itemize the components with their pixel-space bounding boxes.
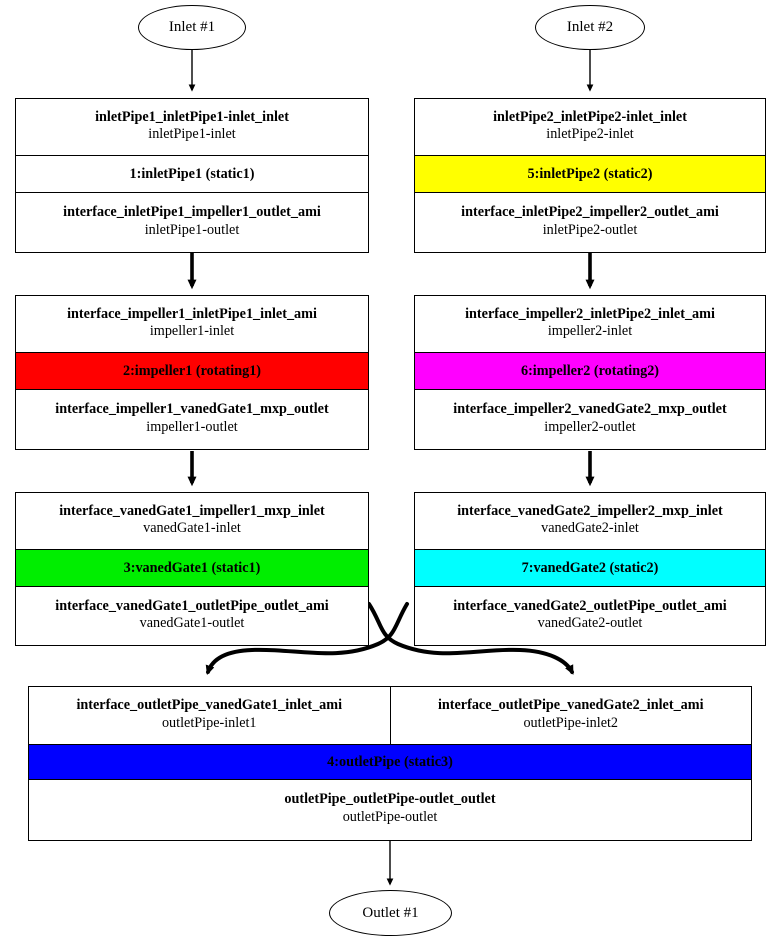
port-patch-label: inletPipe1-inlet [148, 126, 236, 143]
terminal-inlet-2-label: Inlet #2 [566, 19, 614, 35]
node-vanedGate1-outlet-row: interface_vanedGate1_outletPipe_outlet_a… [16, 586, 368, 645]
port-patch-label: inletPipe2-outlet [542, 221, 638, 238]
terminal-outlet-1[interactable]: Outlet #1 [329, 890, 452, 936]
port-interface-label: interface_outletPipe_vanedGate2_inlet_am… [437, 697, 704, 714]
node-vanedGate1-inlet-row: interface_vanedGate1_impeller1_mxp_inlet… [16, 493, 368, 550]
node-outletPipe-zone[interactable]: 4:outletPipe (static3) [29, 745, 751, 779]
terminal-inlet-1[interactable]: Inlet #1 [138, 5, 246, 50]
port-interface-label: interface_vanedGate2_impeller2_mxp_inlet [457, 502, 723, 519]
port-interface-label: interface_inletPipe2_impeller2_outlet_am… [461, 204, 719, 221]
node-impeller2[interactable]: interface_impeller2_inletPipe2_inlet_ami… [414, 295, 766, 450]
port-cell[interactable]: interface_vanedGate2_impeller2_mxp_inlet… [415, 493, 765, 549]
port-patch-label: vanedGate2-inlet [541, 520, 639, 537]
port-interface-label: interface_inletPipe1_impeller1_outlet_am… [63, 204, 321, 221]
port-cell[interactable]: inletPipe1_inletPipe1-inlet_inlet inletP… [16, 99, 368, 155]
port-cell[interactable]: interface_impeller1_vanedGate1_mxp_outle… [16, 390, 368, 449]
port-cell[interactable]: interface_impeller1_inletPipe1_inlet_ami… [16, 296, 368, 352]
node-vanedGate1-zone-label: 3:vanedGate1 (static1) [123, 559, 261, 576]
port-patch-label: impeller1-inlet [149, 323, 235, 340]
terminal-inlet-2[interactable]: Inlet #2 [535, 5, 645, 50]
node-inletPipe2-zone-label: 5:inletPipe2 (static2) [527, 165, 653, 182]
port-patch-label: vanedGate2-outlet [537, 615, 643, 632]
node-vanedGate1-zone[interactable]: 3:vanedGate1 (static1) [16, 550, 368, 586]
port-patch-label: outletPipe-inlet2 [523, 714, 619, 731]
port-patch-label: inletPipe2-inlet [546, 126, 634, 143]
port-cell[interactable]: interface_outletPipe_vanedGate1_inlet_am… [29, 687, 390, 744]
node-impeller2-outlet-row: interface_impeller2_vanedGate2_mxp_outle… [415, 389, 765, 449]
node-inletPipe1-zone-label: 1:inletPipe1 (static1) [129, 165, 255, 182]
terminal-inlet-1-label: Inlet #1 [168, 19, 216, 35]
node-vanedGate2-zone-label: 7:vanedGate2 (static2) [521, 559, 659, 576]
port-cell[interactable]: interface_vanedGate1_impeller1_mxp_inlet… [16, 493, 368, 549]
node-impeller2-zone[interactable]: 6:impeller2 (rotating2) [415, 353, 765, 389]
port-patch-label: impeller1-outlet [146, 418, 238, 435]
node-impeller2-zone-label: 6:impeller2 (rotating2) [520, 362, 660, 379]
node-vanedGate2-outlet-row: interface_vanedGate2_outletPipe_outlet_a… [415, 586, 765, 645]
port-cell[interactable]: interface_vanedGate2_outletPipe_outlet_a… [415, 587, 765, 645]
port-patch-label: vanedGate1-inlet [143, 520, 241, 537]
port-interface-label: interface_impeller2_vanedGate2_mxp_outle… [453, 401, 727, 418]
port-cell[interactable]: outletPipe_outletPipe-outlet_outlet outl… [29, 780, 751, 839]
port-patch-label: outletPipe-outlet [342, 808, 438, 825]
node-inletPipe1-zone[interactable]: 1:inletPipe1 (static1) [16, 156, 368, 192]
node-vanedGate1[interactable]: interface_vanedGate1_impeller1_mxp_inlet… [15, 492, 369, 646]
port-patch-label: impeller2-inlet [547, 323, 633, 340]
terminal-outlet-1-label: Outlet #1 [362, 904, 419, 921]
port-patch-label: impeller2-outlet [544, 418, 636, 435]
node-inletPipe1-outlet-row: interface_inletPipe1_impeller1_outlet_am… [16, 192, 368, 252]
port-cell[interactable]: inletPipe2_inletPipe2-inlet_inlet inletP… [415, 99, 765, 155]
port-interface-label: inletPipe2_inletPipe2-inlet_inlet [493, 108, 687, 125]
port-cell[interactable]: interface_inletPipe2_impeller2_outlet_am… [415, 193, 765, 252]
node-outletPipe-inlet-row: interface_outletPipe_vanedGate1_inlet_am… [29, 687, 751, 745]
node-impeller1-zone[interactable]: 2:impeller1 (rotating1) [16, 353, 368, 389]
port-interface-label: interface_impeller1_inletPipe1_inlet_ami [67, 305, 317, 322]
port-interface-label: interface_outletPipe_vanedGate1_inlet_am… [76, 697, 343, 714]
port-interface-label: interface_impeller1_vanedGate1_mxp_outle… [55, 401, 329, 418]
port-interface-label: outletPipe_outletPipe-outlet_outlet [284, 791, 496, 808]
node-impeller1-outlet-row: interface_impeller1_vanedGate1_mxp_outle… [16, 389, 368, 449]
node-outletPipe[interactable]: interface_outletPipe_vanedGate1_inlet_am… [28, 686, 752, 841]
node-impeller2-inlet-row: interface_impeller2_inletPipe2_inlet_ami… [415, 296, 765, 353]
node-inletPipe1[interactable]: inletPipe1_inletPipe1-inlet_inlet inletP… [15, 98, 369, 253]
port-interface-label: interface_vanedGate1_impeller1_mxp_inlet [59, 502, 325, 519]
node-inletPipe2-zone[interactable]: 5:inletPipe2 (static2) [415, 156, 765, 192]
port-cell[interactable]: interface_impeller2_vanedGate2_mxp_outle… [415, 390, 765, 449]
port-interface-label: interface_vanedGate1_outletPipe_outlet_a… [55, 597, 329, 614]
node-vanedGate2-inlet-row: interface_vanedGate2_impeller2_mxp_inlet… [415, 493, 765, 550]
node-impeller1-zone-label: 2:impeller1 (rotating1) [122, 362, 262, 379]
node-outletPipe-outlet-row: outletPipe_outletPipe-outlet_outlet outl… [29, 779, 751, 839]
port-cell[interactable]: interface_outletPipe_vanedGate2_inlet_am… [389, 687, 752, 744]
port-patch-label: inletPipe1-outlet [144, 221, 240, 238]
port-cell[interactable]: interface_inletPipe1_impeller1_outlet_am… [16, 193, 368, 252]
node-inletPipe2-outlet-row: interface_inletPipe2_impeller2_outlet_am… [415, 192, 765, 252]
port-interface-label: inletPipe1_inletPipe1-inlet_inlet [95, 108, 289, 125]
node-inletPipe2-inlet-row: inletPipe2_inletPipe2-inlet_inlet inletP… [415, 99, 765, 156]
node-inletPipe2[interactable]: inletPipe2_inletPipe2-inlet_inlet inletP… [414, 98, 766, 253]
port-patch-label: outletPipe-inlet1 [161, 714, 257, 731]
port-cell[interactable]: interface_impeller2_inletPipe2_inlet_ami… [415, 296, 765, 352]
node-impeller1-inlet-row: interface_impeller1_inletPipe1_inlet_ami… [16, 296, 368, 353]
node-vanedGate2-zone[interactable]: 7:vanedGate2 (static2) [415, 550, 765, 586]
node-vanedGate2[interactable]: interface_vanedGate2_impeller2_mxp_inlet… [414, 492, 766, 646]
node-outletPipe-zone-label: 4:outletPipe (static3) [327, 753, 453, 770]
port-interface-label: interface_impeller2_inletPipe2_inlet_ami [465, 305, 715, 322]
port-patch-label: vanedGate1-outlet [139, 615, 245, 632]
node-impeller1[interactable]: interface_impeller1_inletPipe1_inlet_ami… [15, 295, 369, 450]
node-inletPipe1-inlet-row: inletPipe1_inletPipe1-inlet_inlet inletP… [16, 99, 368, 156]
port-interface-label: interface_vanedGate2_outletPipe_outlet_a… [453, 597, 727, 614]
port-cell[interactable]: interface_vanedGate1_outletPipe_outlet_a… [16, 587, 368, 645]
